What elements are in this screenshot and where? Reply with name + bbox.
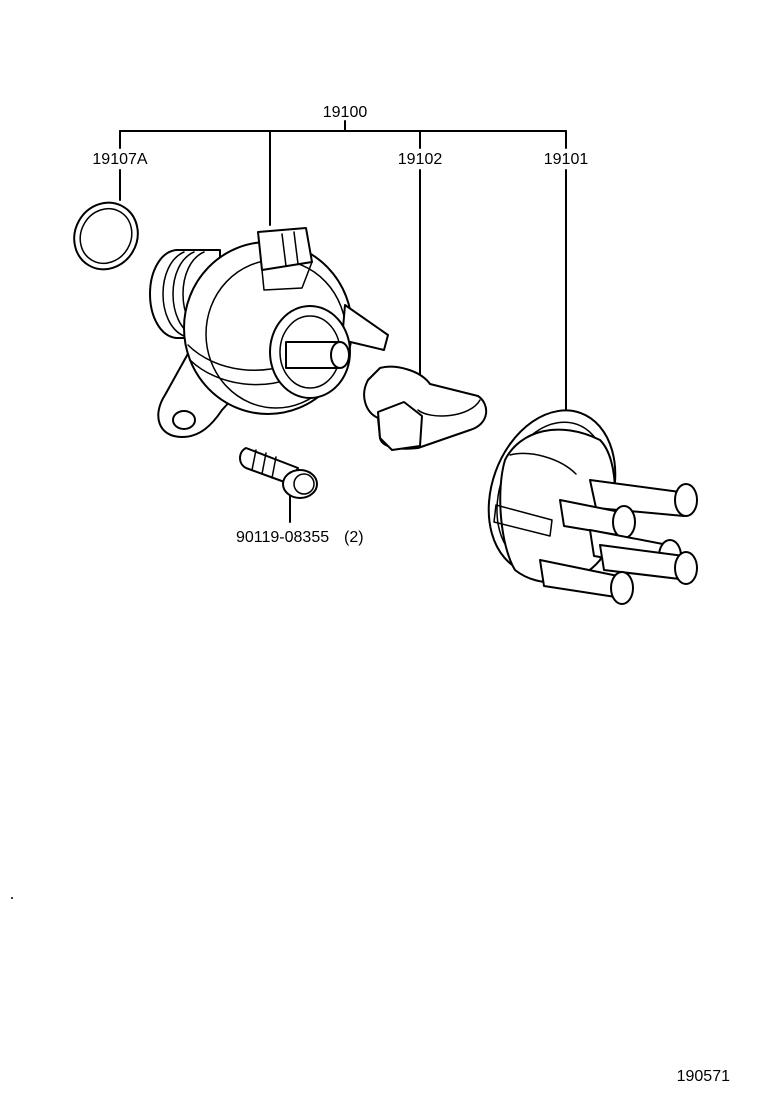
leader-lines <box>119 120 567 523</box>
stray-mark <box>11 897 13 899</box>
callout-rotor: 19102 <box>398 151 443 168</box>
rotor-illustration <box>363 365 488 451</box>
distributor-cap-illustration <box>487 409 698 605</box>
callout-assembly: 19100 <box>323 104 368 121</box>
callout-cap: 19101 <box>544 151 589 168</box>
callout-bolt: 90119-08355 <box>236 529 329 546</box>
bolt-illustration <box>239 447 318 499</box>
callout-bolt-qty: (2) <box>344 529 364 546</box>
distributor-housing-illustration <box>149 227 389 438</box>
o-ring-illustration <box>73 201 139 271</box>
diagram-id: 190571 <box>677 1068 730 1085</box>
callout-o-ring: 19107A <box>92 151 147 168</box>
